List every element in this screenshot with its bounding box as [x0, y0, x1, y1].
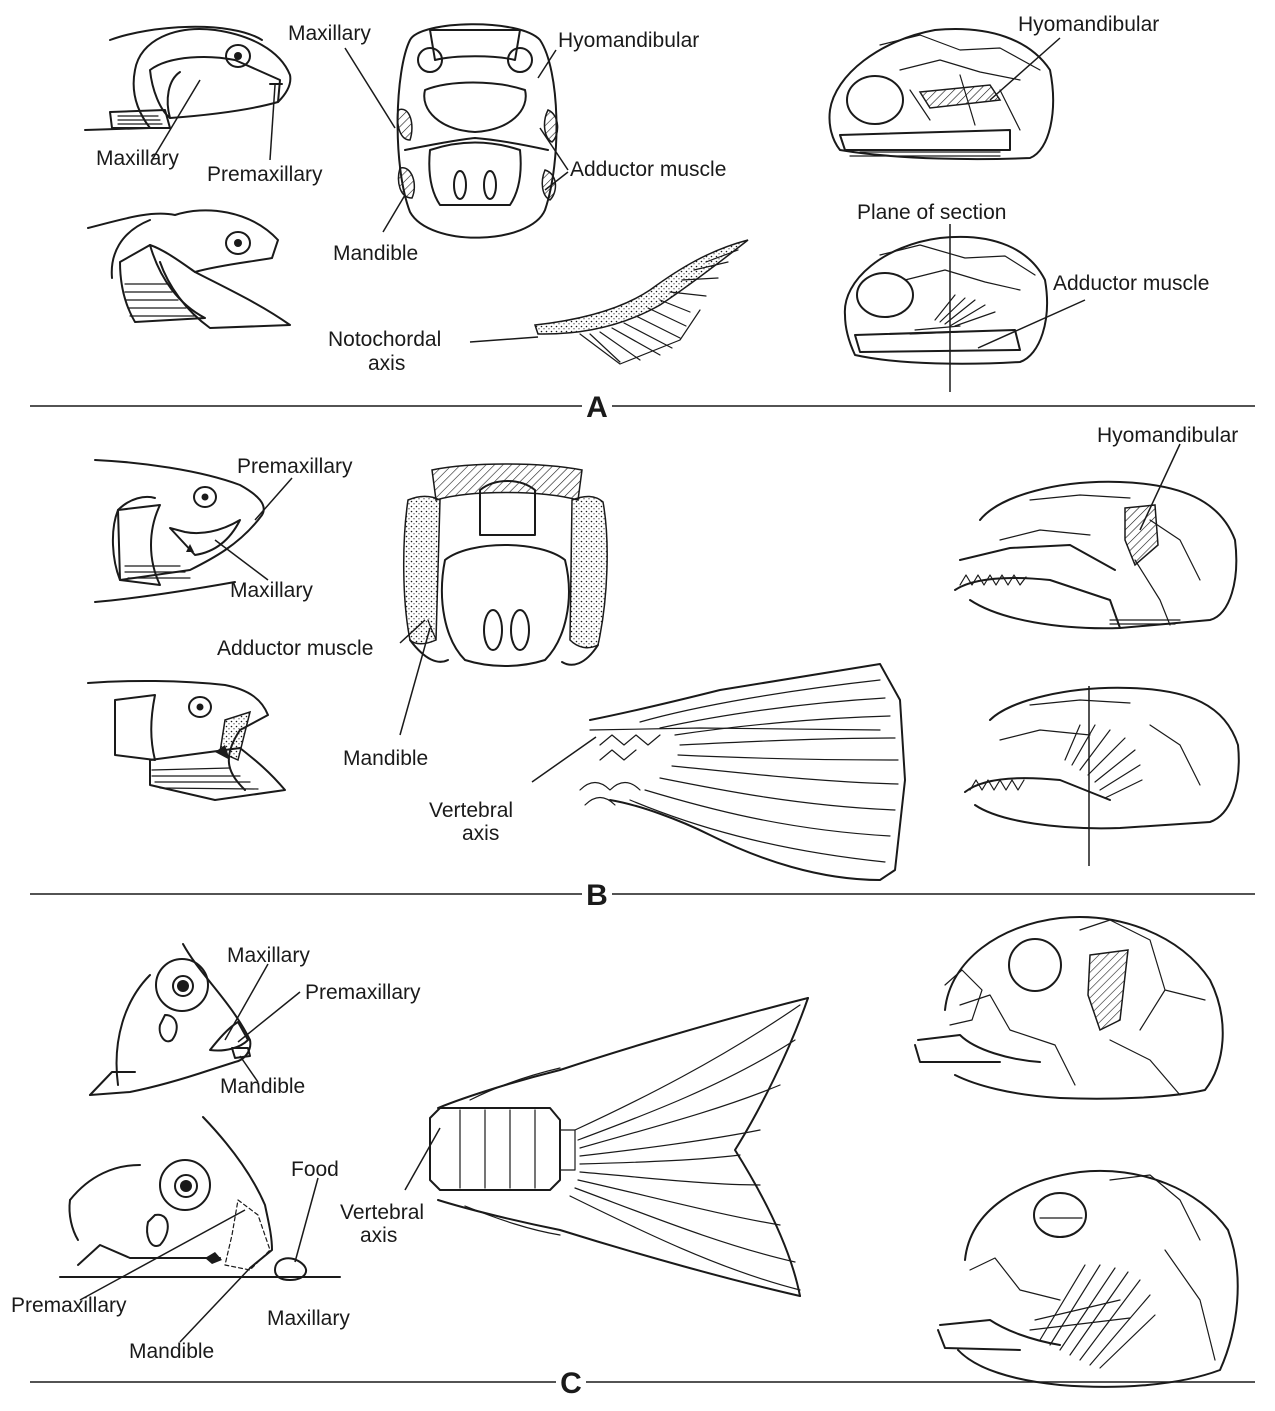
c-skull-lateral-drawing	[915, 917, 1223, 1099]
a-skull-lateral-drawing	[829, 29, 1053, 159]
c-label-vertebral-axis-line1: Vertebral	[340, 1201, 424, 1224]
a-head-closed-drawing	[85, 27, 290, 130]
a-label-maxillary-side: Maxillary	[96, 147, 179, 170]
section-c: Maxillary Premaxillary Mandible Food Ver…	[11, 917, 1255, 1400]
a-head-open-drawing	[88, 210, 290, 328]
b-skull-lateral-drawing	[955, 482, 1236, 628]
section-c-letter: C	[560, 1367, 582, 1400]
c-label-vertebral-axis-line2: axis	[360, 1224, 397, 1247]
a-label-hyomandibular-skull: Hyomandibular	[1018, 13, 1159, 36]
b-label-maxillary: Maxillary	[230, 579, 313, 602]
a-label-maxillary-top: Maxillary	[288, 22, 371, 45]
c-label-premaxillary-top: Premaxillary	[305, 981, 421, 1004]
b-label-hyomandibular: Hyomandibular	[1097, 424, 1238, 447]
a-label-notochordal-axis-line1: Notochordal	[328, 328, 441, 351]
c-label-maxillary-top: Maxillary	[227, 944, 310, 967]
a-label-notochordal-axis-line2: axis	[368, 352, 405, 375]
b-head-open-drawing	[88, 681, 285, 800]
a-label-mandible: Mandible	[333, 242, 418, 265]
b-skull-adductor-drawing	[965, 688, 1239, 828]
c-label-food: Food	[291, 1158, 339, 1181]
c-leader-lines	[80, 964, 440, 1342]
a-heterocercal-tail-drawing	[535, 240, 748, 364]
a-label-hyomandibular-section: Hyomandibular	[558, 29, 699, 52]
c-label-mandible-top: Mandible	[220, 1075, 305, 1098]
a-label-premaxillary: Premaxillary	[207, 163, 323, 186]
b-label-vertebral-axis-line1: Vertebral	[429, 799, 513, 822]
c-tail-drawing	[430, 998, 808, 1296]
section-b: Premaxillary Maxillary Adductor muscle M…	[30, 424, 1255, 912]
c-label-maxillary-bottom: Maxillary	[267, 1307, 350, 1330]
a-skull-adductor-drawing	[845, 237, 1047, 364]
a-cross-section-drawing	[398, 24, 558, 237]
a-label-adductor-skull: Adductor muscle	[1053, 272, 1209, 295]
b-tail-drawing	[580, 664, 905, 880]
b-label-premaxillary: Premaxillary	[237, 455, 353, 478]
a-label-plane-of-section: Plane of section	[857, 201, 1006, 224]
c-label-premaxillary-bottom: Premaxillary	[11, 1294, 127, 1317]
b-label-adductor-muscle: Adductor muscle	[217, 637, 373, 660]
section-b-letter: B	[586, 879, 608, 912]
b-cross-section-drawing	[404, 464, 607, 666]
c-head-open-drawing	[60, 1117, 340, 1280]
c-label-mandible-bottom: Mandible	[129, 1340, 214, 1363]
b-label-vertebral-axis-line2: axis	[462, 822, 499, 845]
section-a: Maxillary Maxillary Premaxillary Hyomand…	[30, 13, 1255, 424]
section-a-letter: A	[586, 391, 608, 424]
c-skull-adductor-drawing	[938, 1171, 1238, 1387]
a-label-adductor-section: Adductor muscle	[570, 158, 726, 181]
b-label-mandible: Mandible	[343, 747, 428, 770]
